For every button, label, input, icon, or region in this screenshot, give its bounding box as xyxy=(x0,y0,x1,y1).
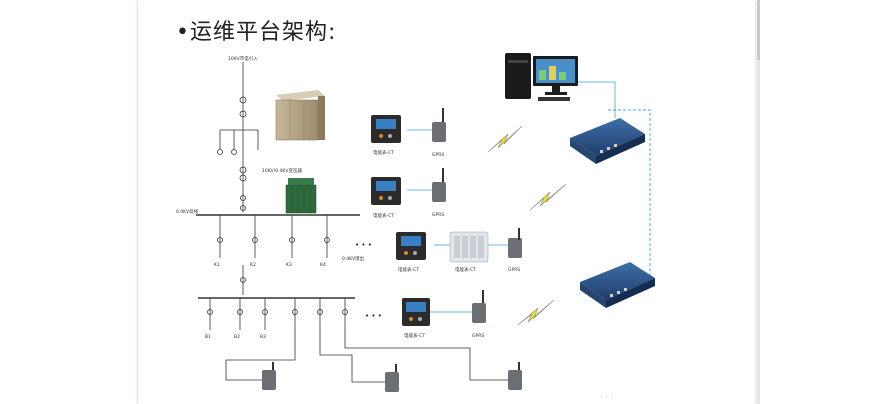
ellipsis-upper: • • • xyxy=(355,241,372,249)
incoming-label: 10KV市电引入 xyxy=(228,55,258,62)
meter-4 xyxy=(402,298,430,326)
gprs-4-label: GPRS xyxy=(472,333,484,339)
feeder-1-label: K1 xyxy=(214,262,220,268)
scrollbar-thumb[interactable] xyxy=(757,0,760,60)
bus-label: 0.4KV母线 xyxy=(176,208,199,215)
switchgear-cabinet xyxy=(275,90,325,141)
meter-3-label: 电能表-CT xyxy=(398,266,419,273)
rail-meter-label: 电能表-CT xyxy=(455,266,476,273)
single-line-diagram xyxy=(196,62,508,383)
gprs-terminal-4 xyxy=(472,290,486,323)
meter-1 xyxy=(371,115,401,143)
slide-title: •运维平台架构: xyxy=(176,20,337,45)
meter-2 xyxy=(371,177,401,205)
meter-3 xyxy=(396,232,426,260)
rail-meter xyxy=(449,231,489,263)
wireless-signal-icon xyxy=(487,125,567,326)
feeder-4-label: K4 xyxy=(320,262,326,268)
lower-terminal-3 xyxy=(508,362,522,390)
ellipsis-lower: • • • xyxy=(365,312,382,320)
feeder-2-label: K2 xyxy=(250,262,256,268)
branch-1-label: B1 xyxy=(205,334,211,340)
transformer xyxy=(285,178,317,214)
gprs-terminal-2 xyxy=(432,168,446,202)
gprs-1-label: GPRS xyxy=(432,152,444,158)
gprs-terminal-3 xyxy=(508,228,522,258)
branch-3-label: B3 xyxy=(260,334,266,340)
gprs-3-label: GPRS xyxy=(508,267,520,273)
scrollbar-track[interactable] xyxy=(757,0,760,404)
gprs-terminal-1 xyxy=(432,108,446,142)
meter-1-label: 电能表-CT xyxy=(373,149,394,156)
data-gateway-2 xyxy=(580,262,655,308)
monitoring-workstation xyxy=(505,53,578,101)
data-gateway-1 xyxy=(570,118,645,164)
slide-canvas xyxy=(138,0,755,404)
transformer-label: 10KV/0.4KV变压器 xyxy=(262,167,302,174)
feeder-3-label: K3 xyxy=(286,262,292,268)
lower-terminal-1 xyxy=(262,362,276,390)
watermark-caption: · · · xyxy=(600,393,613,402)
communication-cables xyxy=(407,81,616,313)
meter-4-label: 电能表-CT xyxy=(404,332,425,339)
lower-terminal-2 xyxy=(385,364,399,392)
branch-2-label: B2 xyxy=(234,334,240,340)
meter-2-label: 电能表-CT xyxy=(373,212,394,219)
gprs-2-label: GPRS xyxy=(432,212,444,218)
sub-feeder-label: 0.4KV馈出 xyxy=(342,255,365,262)
